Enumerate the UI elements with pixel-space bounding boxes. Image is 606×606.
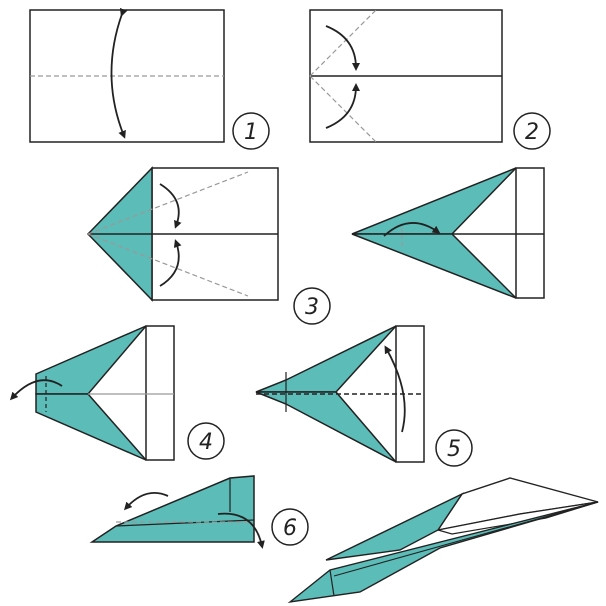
step-4-top-flap <box>35 325 147 395</box>
step-2-figure: 2 <box>309 9 551 150</box>
step-6-arrow-left <box>123 492 169 511</box>
step-6-figure: 6 <box>89 475 309 549</box>
step-5-figure: 5 <box>255 325 473 467</box>
step-4-arrow <box>9 379 63 401</box>
step-3-arrow-bottom <box>159 239 182 287</box>
step-6-arrow-right <box>217 512 265 549</box>
step-3-result-paper <box>515 167 545 299</box>
step-3-fold-bottom <box>87 233 249 297</box>
finished-plane-crease <box>333 501 599 577</box>
finished-plane-keel <box>329 569 335 597</box>
step-3-fold-top <box>87 171 249 235</box>
step-4-number: 4 <box>199 430 213 455</box>
step-5-badge <box>435 429 473 467</box>
step-5-top-flap <box>255 325 397 393</box>
step-2-arrow-top <box>325 25 360 71</box>
step-3-arrow-top <box>159 183 182 229</box>
step-1-badge <box>232 112 270 150</box>
step-2-badge <box>513 112 551 150</box>
step-4-figure: 4 <box>9 325 225 461</box>
finished-plane <box>287 477 599 604</box>
step-3-number: 3 <box>305 295 319 320</box>
step-2-arrow-bottom <box>325 83 360 129</box>
finished-plane-near-wing <box>325 492 465 561</box>
step-3-result-top-flap <box>351 167 517 235</box>
step-5-number: 5 <box>447 437 461 462</box>
step-4-bottom-flap <box>35 393 147 461</box>
step-4-badge <box>187 422 225 460</box>
step-3-result-arrow <box>383 222 441 237</box>
step-3-result-bottom-flap <box>351 233 517 299</box>
step-6-badge <box>271 508 309 546</box>
step-1-figure: 1 <box>29 7 270 150</box>
step-6-number: 6 <box>283 516 297 541</box>
step-1-number: 1 <box>244 120 258 145</box>
step-6-body-line <box>115 519 255 527</box>
step-2-number: 2 <box>525 120 539 145</box>
step-4-paper <box>145 325 175 461</box>
step-3-result-figure <box>351 167 545 299</box>
step-5-arrow <box>384 345 406 433</box>
step-3-badge <box>293 287 331 325</box>
finished-plane-fuselage <box>287 501 599 604</box>
step-3-figure: 3 <box>86 166 331 325</box>
step-1-fold-arrow <box>110 7 128 139</box>
step-5-bottom-flap <box>255 391 397 463</box>
